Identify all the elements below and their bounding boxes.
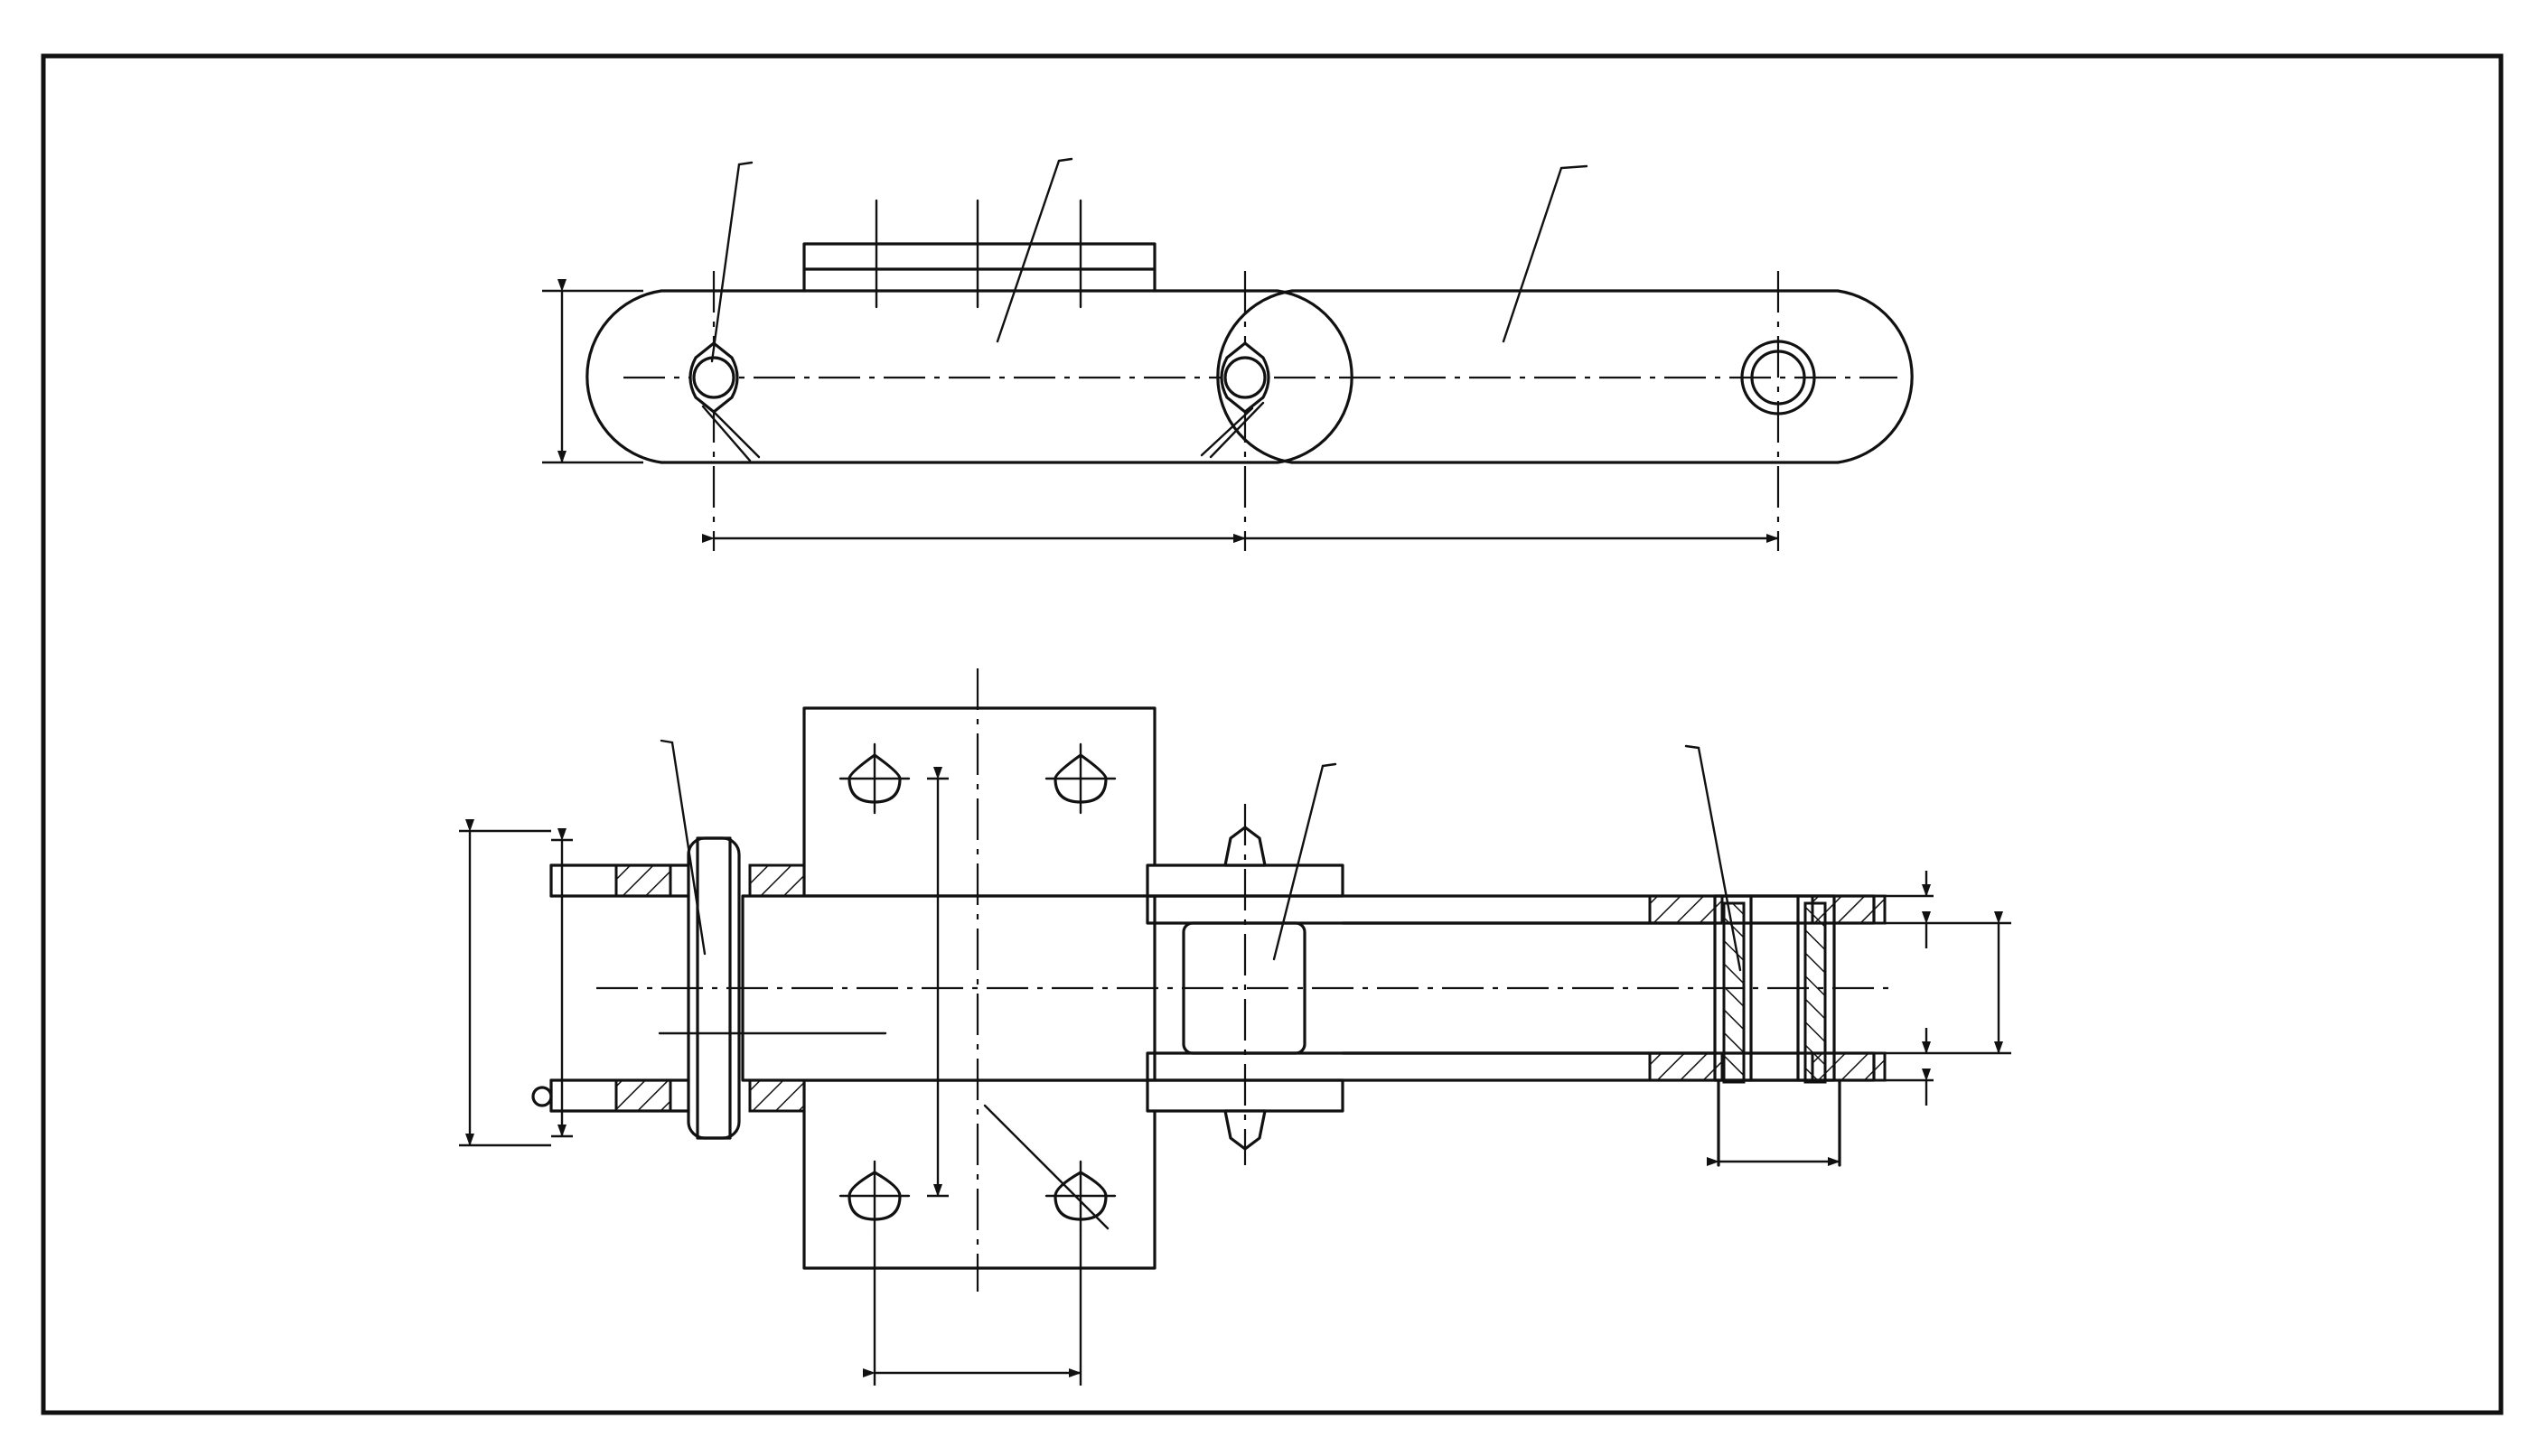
outer-link-lower-plate — [1146, 1051, 1876, 1082]
right-joint-section — [1648, 894, 1887, 1167]
outer-link-upper-plate — [1146, 894, 1876, 925]
bolt-hole-4 — [1044, 1160, 1117, 1232]
leader-line-6 — [1684, 744, 1742, 972]
bolt-hole-3 — [838, 1160, 911, 1232]
attachment-flange-lower — [802, 1078, 1157, 1270]
leader-line-5 — [1272, 762, 1337, 961]
outer-link-plate — [1216, 289, 1914, 464]
top-view — [542, 157, 1914, 551]
leader-line-1 — [710, 161, 754, 363]
attachment-flange-upper — [802, 706, 1157, 898]
pin-head-right — [1740, 340, 1816, 415]
inner-link-plate — [585, 289, 1353, 464]
bolt-hole-1 — [838, 742, 911, 815]
middle-pin-head-top — [1223, 826, 1267, 867]
drawing-frame — [41, 53, 2504, 1415]
leader-line-4 — [660, 739, 707, 956]
pin-head-middle — [1200, 341, 1270, 459]
plan-view — [459, 668, 2011, 1386]
pin-head-left — [688, 341, 761, 462]
leader-line-2 — [996, 157, 1073, 343]
bolt-hole-2 — [1044, 742, 1117, 815]
leader-line-3 — [1502, 164, 1588, 343]
leader-line-7 — [983, 1104, 1110, 1230]
attachment-plate-top — [802, 242, 1157, 293]
